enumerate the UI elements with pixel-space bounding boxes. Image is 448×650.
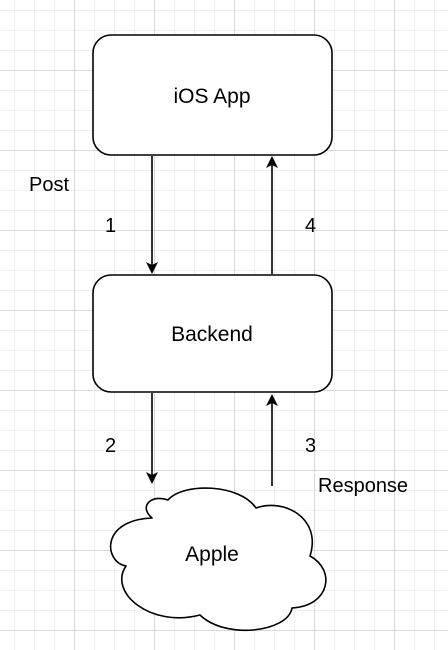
response-label: Response — [318, 475, 408, 497]
ios-app-label: iOS App — [173, 85, 250, 108]
step-2-label: 2 — [105, 435, 116, 457]
backend-node[interactable]: Backend — [92, 274, 333, 393]
ios-app-node[interactable]: iOS App — [92, 34, 333, 156]
backend-box — [92, 274, 333, 393]
post-label: Post — [29, 174, 69, 196]
apple-node[interactable]: Apple — [109, 487, 327, 632]
step-4-label: 4 — [305, 215, 316, 237]
ios-app-box — [92, 34, 333, 156]
step-1-label: 1 — [105, 215, 116, 237]
apple-label: Apple — [185, 543, 239, 566]
step-3-label: 3 — [305, 435, 316, 457]
apple-cloud-shape — [109, 487, 327, 632]
backend-label: Backend — [171, 323, 253, 346]
